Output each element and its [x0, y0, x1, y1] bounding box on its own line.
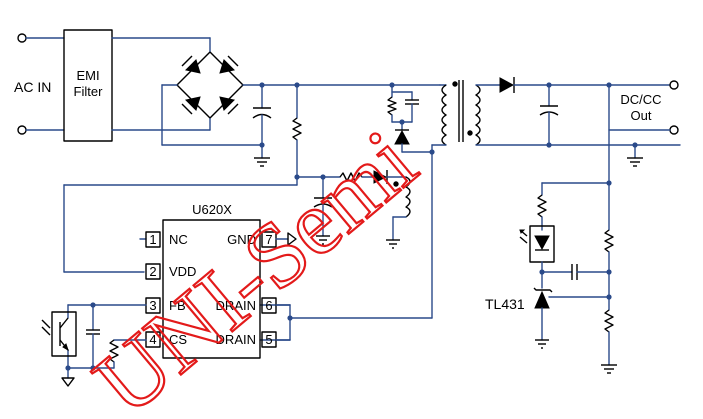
ac-in-label: AC IN: [14, 79, 51, 95]
controller-ic: U620X 1 NC 2 VDD 3 FB 4 CS 5 DRAIN 6 DRA…: [139, 202, 277, 359]
pin-4-number: 4: [149, 332, 156, 347]
filter-label: Filter: [74, 84, 104, 99]
opto-bias-resistor: [537, 194, 547, 218]
pin-5-name: DRAIN: [216, 332, 256, 347]
tl431-regulator: [533, 287, 610, 349]
optocoupler-led: [519, 225, 555, 263]
aux-winding: [386, 176, 411, 249]
ic-ground: [275, 232, 297, 246]
pin-2-number: 2: [149, 264, 156, 279]
out-label: Out: [631, 108, 652, 123]
bulk-capacitor: [252, 84, 272, 167]
feedback-network: [61, 302, 147, 387]
divider-resistor-top: [604, 229, 614, 253]
pin-3-name: FB: [169, 298, 186, 313]
output-capacitor: [539, 84, 559, 146]
startup-resistor: [292, 84, 302, 178]
pin-1-name: NC: [169, 232, 188, 247]
vdd-capacitor: [313, 176, 333, 245]
pin-7-number: 7: [265, 232, 272, 247]
flyback-transformer: [439, 80, 681, 146]
ac-input-terminals: [17, 33, 65, 135]
optocoupler-transistor: [41, 311, 77, 357]
tl431-label: TL431: [485, 296, 525, 312]
output-ground: [627, 144, 643, 167]
pin-4-name: CS: [169, 332, 187, 347]
pin-6-number: 6: [265, 298, 272, 313]
compensation-capacitor: [541, 264, 610, 280]
emi-label: EMI: [76, 68, 99, 83]
watermark: UNI-Semi: [75, 110, 434, 419]
bridge-rectifier: [176, 51, 244, 119]
snubber: [387, 84, 433, 153]
aux-resistor: [339, 172, 363, 182]
pin-1-number: 1: [149, 232, 156, 247]
pin-5-number: 5: [265, 332, 272, 347]
pin-6-name: DRAIN: [216, 298, 256, 313]
pin-3-number: 3: [149, 298, 156, 313]
output-terminals: [608, 80, 679, 135]
current-sense-resistor: [109, 339, 147, 369]
chip-label: U620X: [192, 202, 232, 217]
pin-2-name: VDD: [169, 264, 196, 279]
pin-7-name: GND: [227, 232, 256, 247]
emi-filter: EMI Filter: [63, 29, 113, 142]
dc-cc-label: DC/CC: [620, 92, 661, 107]
output-diode: [499, 77, 515, 93]
divider-resistor-bottom: [601, 309, 617, 374]
